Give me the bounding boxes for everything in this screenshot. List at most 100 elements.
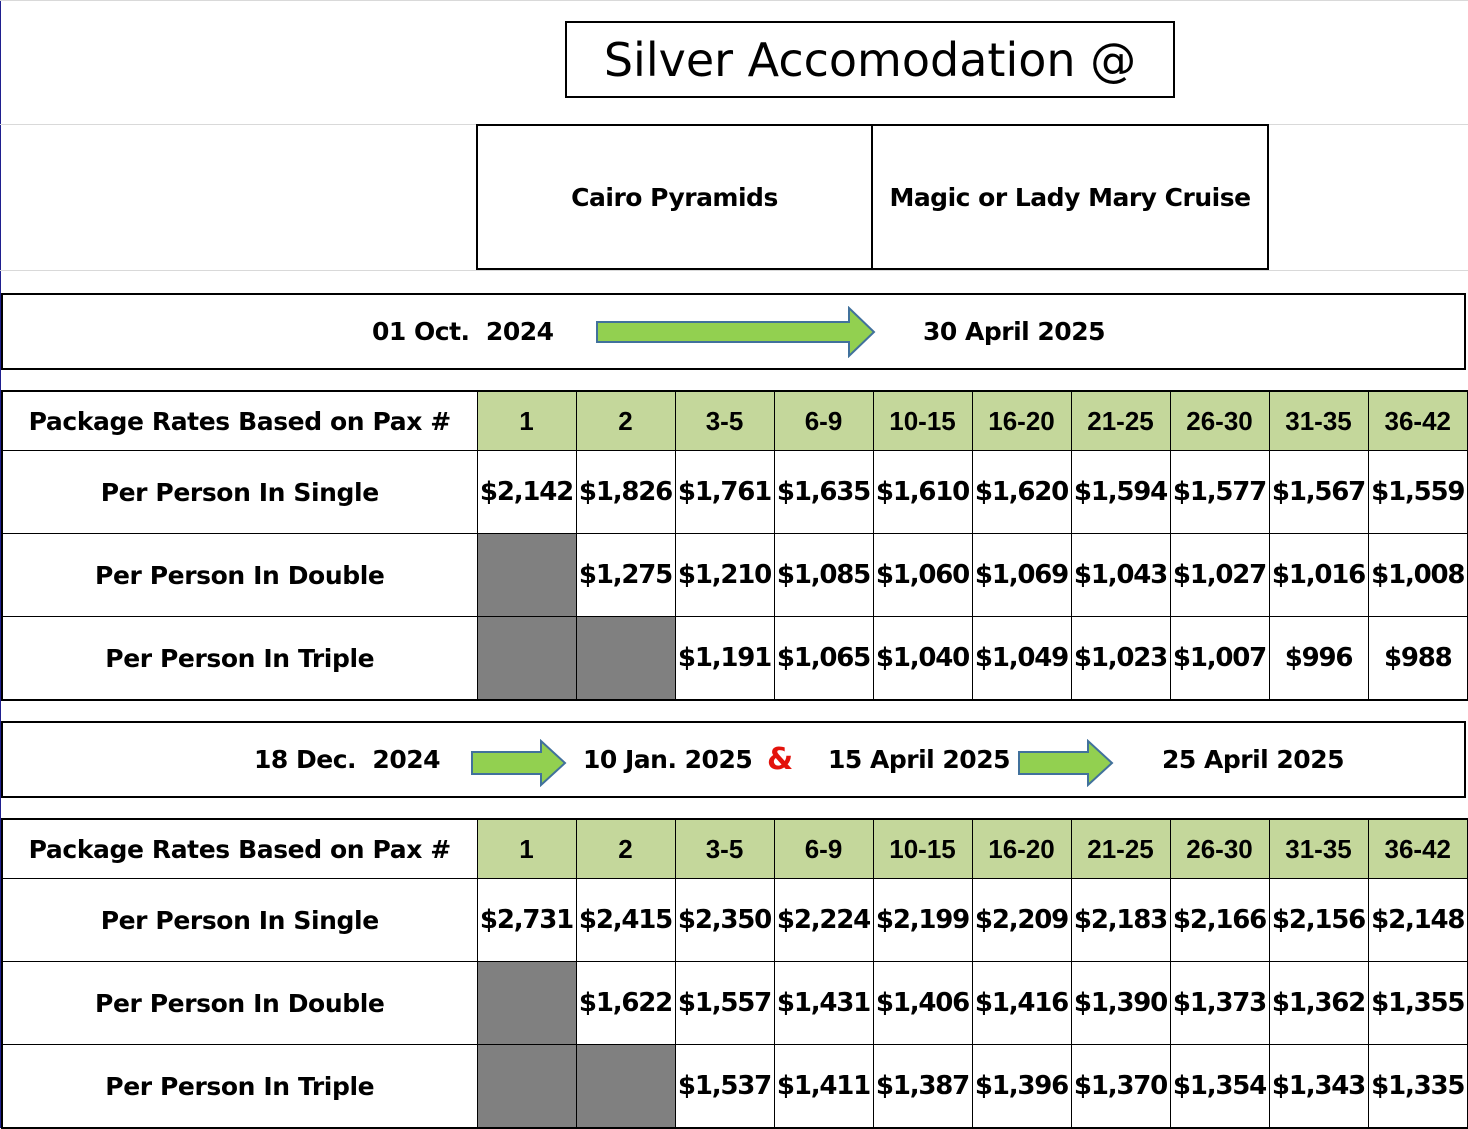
location-cruise: Magic or Lady Mary Cruise	[871, 124, 1269, 270]
rate-cell: $1,373	[1169, 961, 1270, 1045]
rate-cell: $1,387	[872, 1044, 973, 1129]
rate-cell: $2,156	[1268, 878, 1369, 962]
period2-band: 18 Dec. 2024 10 Jan. 2025 & 15 April 202…	[1, 721, 1466, 798]
rate-cell: $1,043	[1070, 533, 1171, 617]
header-label: Package Rates Based on Pax #	[1, 818, 478, 879]
rate-cell: $2,224	[773, 878, 874, 962]
rate-cell: $2,209	[971, 878, 1072, 962]
right-arrow-icon	[471, 739, 567, 787]
rate-cell: $1,411	[773, 1044, 874, 1129]
rate-cell: $1,008	[1367, 533, 1468, 617]
rate-cell: $1,431	[773, 961, 874, 1045]
pax-header: 10-15	[872, 818, 973, 879]
pax-header: 6-9	[773, 818, 874, 879]
rate-cell: $1,390	[1070, 961, 1171, 1045]
row-label: Per Person In Double	[1, 961, 478, 1045]
rate-cell: $988	[1367, 616, 1468, 701]
rate-cell: $2,415	[575, 878, 676, 962]
unavailable-cell	[575, 616, 676, 701]
rate-cell: $1,210	[674, 533, 775, 617]
rate-cell: $1,396	[971, 1044, 1072, 1129]
rate-cell: $1,335	[1367, 1044, 1468, 1129]
period1-end: 30 April 2025	[923, 317, 1106, 346]
rate-cell: $1,060	[872, 533, 973, 617]
rate-cell: $2,183	[1070, 878, 1171, 962]
pax-header: 21-25	[1070, 390, 1171, 451]
period2-end: 10 Jan. 2025	[583, 745, 753, 774]
pax-header: 3-5	[674, 390, 775, 451]
rates-table-period2: Package Rates Based on Pax # 1 2 3-5 6-9…	[1, 818, 1468, 1129]
rate-cell: $1,622	[575, 961, 676, 1045]
rate-cell: $1,040	[872, 616, 973, 701]
rate-cell: $1,620	[971, 450, 1072, 534]
right-arrow-icon	[596, 306, 876, 358]
row-label: Per Person In Single	[1, 450, 478, 534]
rate-cell: $1,370	[1070, 1044, 1171, 1129]
rate-cell: $1,354	[1169, 1044, 1270, 1129]
rate-cell: $1,007	[1169, 616, 1270, 701]
rate-cell: $1,826	[575, 450, 676, 534]
table-row: Per Person In Double $1,275 $1,210 $1,08…	[1, 533, 1468, 617]
rate-cell: $996	[1268, 616, 1369, 701]
pax-header: 31-35	[1268, 818, 1369, 879]
rate-cell: $1,016	[1268, 533, 1369, 617]
right-arrow-icon	[1018, 739, 1114, 787]
period2-start2: 15 April 2025	[828, 745, 1011, 774]
pax-header: 36-42	[1367, 818, 1468, 879]
rate-cell: $1,416	[971, 961, 1072, 1045]
gridline	[0, 270, 1468, 271]
row-label: Per Person In Triple	[1, 1044, 478, 1129]
rate-cell: $1,027	[1169, 533, 1270, 617]
rate-cell: $1,567	[1268, 450, 1369, 534]
rate-cell: $1,065	[773, 616, 874, 701]
table-row: Per Person In Triple $1,191 $1,065 $1,04…	[1, 616, 1468, 701]
table-header-row: Package Rates Based on Pax # 1 2 3-5 6-9…	[1, 390, 1468, 451]
rate-cell: $1,577	[1169, 450, 1270, 534]
pax-header: 10-15	[872, 390, 973, 451]
table-row: Per Person In Single $2,142 $1,826 $1,76…	[1, 450, 1468, 534]
table-header-row: Package Rates Based on Pax # 1 2 3-5 6-9…	[1, 818, 1468, 879]
rate-cell: $1,610	[872, 450, 973, 534]
unavailable-cell	[476, 533, 577, 617]
rate-cell: $1,191	[674, 616, 775, 701]
location-cairo: Cairo Pyramids	[476, 124, 873, 270]
pax-header: 1	[476, 390, 577, 451]
pax-header: 1	[476, 818, 577, 879]
pax-header: 21-25	[1070, 818, 1171, 879]
page-title: Silver Accomodation @	[565, 21, 1175, 98]
rate-cell: $1,049	[971, 616, 1072, 701]
pax-header: 2	[575, 818, 676, 879]
rate-cell: $1,275	[575, 533, 676, 617]
rate-cell: $1,537	[674, 1044, 775, 1129]
gridline	[0, 0, 1468, 1]
period1-band: 01 Oct. 2024 30 April 2025	[1, 293, 1466, 370]
pax-header: 3-5	[674, 818, 775, 879]
sheet-left-border	[0, 0, 1, 1128]
table-row: Per Person In Double $1,622 $1,557 $1,43…	[1, 961, 1468, 1045]
rate-cell: $2,148	[1367, 878, 1468, 962]
rates-table-period1: Package Rates Based on Pax # 1 2 3-5 6-9…	[1, 390, 1468, 701]
rate-cell: $1,635	[773, 450, 874, 534]
unavailable-cell	[476, 616, 577, 701]
rate-cell: $1,343	[1268, 1044, 1369, 1129]
rate-cell: $2,350	[674, 878, 775, 962]
table-row: Per Person In Single $2,731 $2,415 $2,35…	[1, 878, 1468, 962]
pax-header: 36-42	[1367, 390, 1468, 451]
pax-header: 26-30	[1169, 818, 1270, 879]
pax-header: 16-20	[971, 818, 1072, 879]
rate-cell: $1,069	[971, 533, 1072, 617]
row-label: Per Person In Triple	[1, 616, 478, 701]
rate-cell: $1,085	[773, 533, 874, 617]
rate-cell: $1,355	[1367, 961, 1468, 1045]
pax-header: 26-30	[1169, 390, 1270, 451]
rate-cell: $1,406	[872, 961, 973, 1045]
row-label: Per Person In Double	[1, 533, 478, 617]
period2-start: 18 Dec. 2024	[254, 745, 441, 774]
rate-cell: $1,362	[1268, 961, 1369, 1045]
rate-cell: $1,594	[1070, 450, 1171, 534]
unavailable-cell	[575, 1044, 676, 1129]
pax-header: 16-20	[971, 390, 1072, 451]
rate-cell: $2,142	[476, 450, 577, 534]
unavailable-cell	[476, 1044, 577, 1129]
pax-header: 6-9	[773, 390, 874, 451]
